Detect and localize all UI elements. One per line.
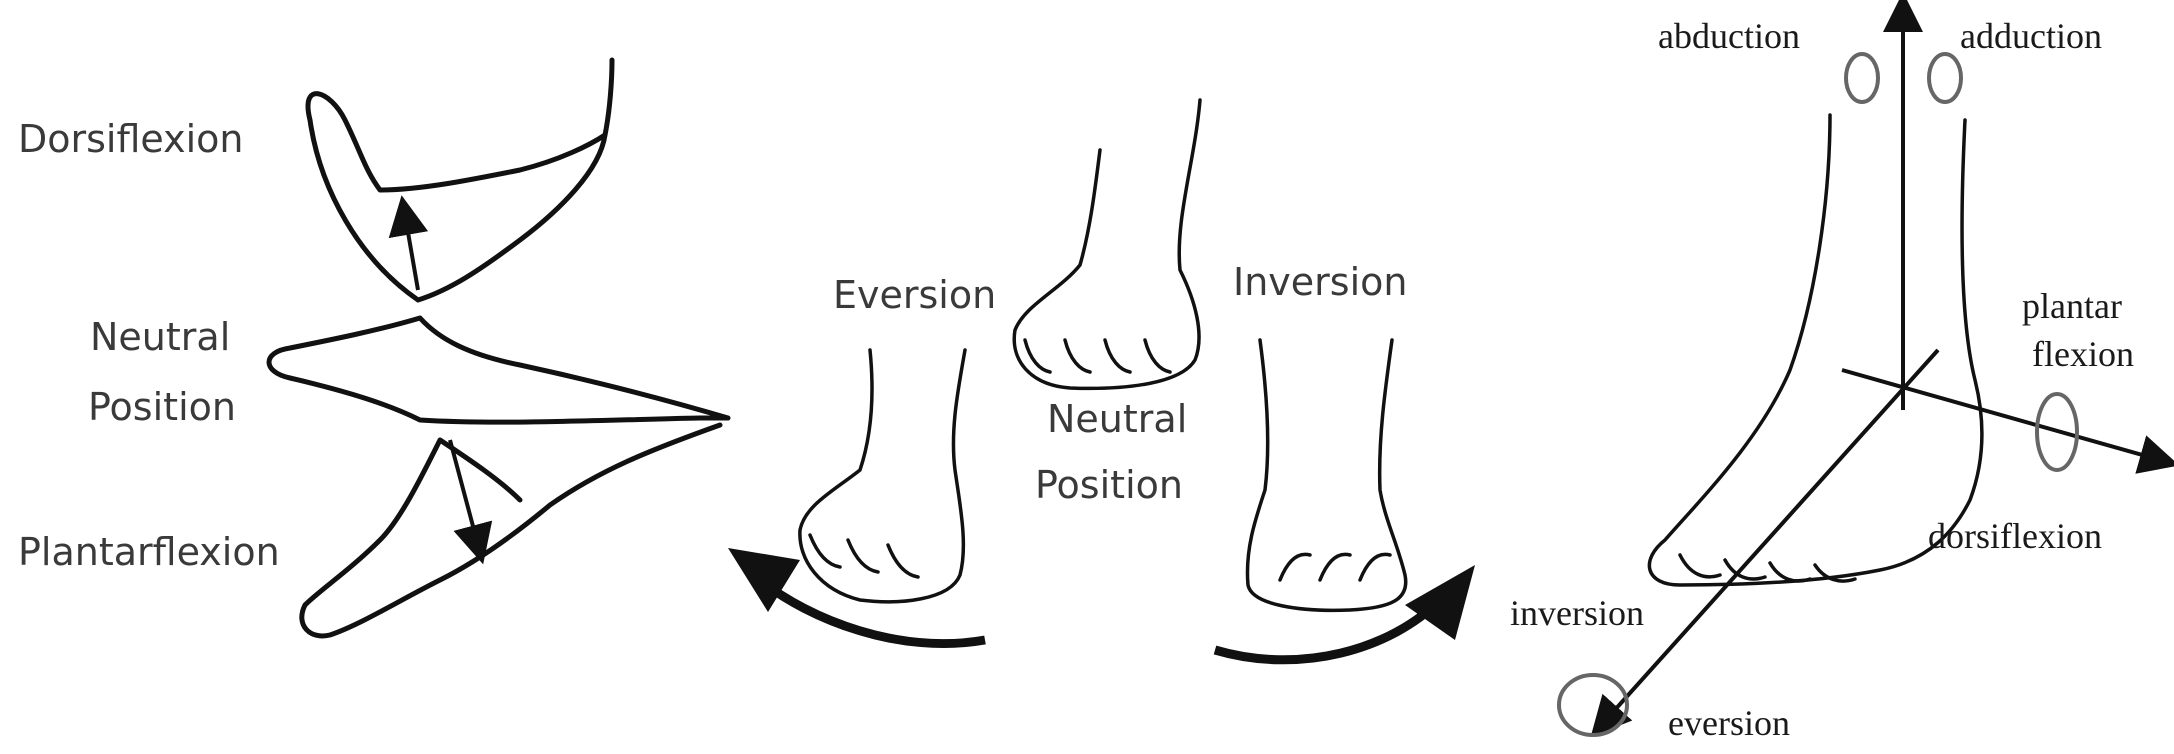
neutral-frontal-foot-drawing (1014, 100, 1200, 388)
leg-outline (1649, 115, 1982, 585)
neutral-foot-drawing (269, 318, 728, 422)
everted-foot-drawing (800, 350, 965, 602)
plantar-flexion-label-line2: flexion (2032, 334, 2134, 374)
mediolateral-axis (1842, 370, 2160, 460)
inversion-arrowhead (1405, 565, 1475, 640)
dorsiflexion-label: dorsiflexion (1928, 516, 2102, 556)
inverted-foot-drawing (1247, 340, 1405, 610)
eversion-label: eversion (1668, 703, 1790, 743)
plantarflexion-label: Plantarflexion (18, 530, 280, 574)
dorsiflexed-foot-drawing (308, 60, 612, 300)
neutral-label-line2: Position (88, 385, 236, 429)
eversion-arrow (760, 580, 985, 644)
adduction-label: adduction (1960, 16, 2102, 56)
inversion-label: inversion (1510, 593, 1644, 633)
neutral-label-line1: Neutral (1047, 397, 1187, 441)
plantar-flexion-label-line1: plantar (2022, 286, 2122, 326)
plantarflexed-foot-drawing (302, 425, 720, 636)
inversion-label: Inversion (1233, 260, 1407, 304)
dorsiflexion-arrow (405, 215, 418, 290)
neutral-label-line1: Neutral (90, 315, 230, 359)
toes-outline (1680, 555, 1855, 581)
neutral-label-line2: Position (1035, 463, 1183, 507)
dorsiflexion-label: Dorsiflexion (18, 117, 244, 161)
adduction-rotation-icon (1929, 54, 1961, 102)
right-panel: abduction adduction plantar flexion dors… (1510, 12, 2160, 743)
left-panel: Dorsiflexion Neutral Position Plantarfle… (18, 60, 728, 636)
eversion-label: Eversion (833, 273, 996, 317)
abduction-label: abduction (1658, 16, 1800, 56)
middle-panel: Eversion Inversion Neutral Position (728, 100, 1475, 660)
abduction-rotation-icon (1846, 54, 1878, 102)
